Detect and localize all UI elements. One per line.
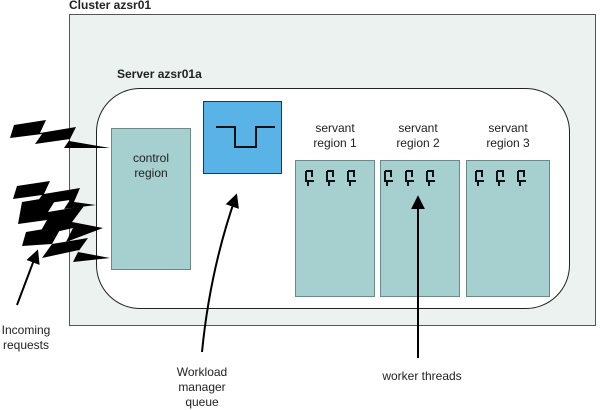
- worker-thread-icon: [426, 170, 436, 187]
- worker-thread-icon: [517, 170, 527, 187]
- worker-thread-icon: [347, 170, 357, 187]
- servant-region-1-label-line2: region 1: [313, 136, 357, 150]
- lightning-bolt-icon-3: [18, 196, 103, 242]
- servant-region-3-label-line1: servant: [488, 121, 528, 135]
- worker-thread-icon: [475, 170, 485, 187]
- wlm-queue-label: Workload manager queue: [162, 365, 242, 410]
- lightning-bolt-icon-4: [22, 226, 110, 262]
- servant-region-3-label-line2: region 3: [486, 136, 530, 150]
- queue-icon: [216, 126, 275, 148]
- cluster-title: Cluster azsr01: [69, 0, 152, 12]
- servant-region-2-label-line1: servant: [398, 121, 438, 135]
- wlm-queue-label-line1: Workload: [176, 365, 228, 379]
- control-region-label-line1: control: [132, 151, 170, 165]
- servant-region-3-label: servant region 3: [466, 121, 550, 151]
- control-region-label-line2: region: [134, 166, 168, 180]
- lightning-bolt-icon-1: [10, 120, 110, 148]
- lightning-bolt-icon-2: [13, 181, 96, 209]
- wlm-queue-label-line3: queue: [185, 395, 219, 409]
- incoming-requests-line2: requests: [2, 338, 50, 352]
- servant-region-1-label: servant region 1: [295, 121, 375, 151]
- wlm-queue-arrow: [201, 193, 239, 353]
- worker-threads-label: worker threads: [382, 369, 462, 383]
- servant-region-2-label-line2: region 2: [396, 136, 440, 150]
- incoming-requests-line1: Incoming: [1, 323, 51, 337]
- servant-region-2-label: servant region 2: [378, 121, 458, 151]
- worker-thread-icon: [384, 170, 394, 187]
- servant-region-1-box: [295, 160, 375, 297]
- worker-thread-icon: [405, 170, 415, 187]
- servant-region-1-label-line1: servant: [315, 121, 355, 135]
- worker-thread-icon: [496, 170, 506, 187]
- wlm-queue-label-line2: manager: [178, 380, 226, 394]
- incoming-requests-label: Incoming requests: [0, 323, 52, 353]
- servant-region-3-box: [466, 160, 550, 297]
- control-region: control region: [111, 128, 191, 270]
- worker-thread-icon: [326, 170, 336, 187]
- wlm-queue-box: [203, 101, 282, 174]
- server-title: Server azsr01a: [117, 67, 202, 81]
- incoming-requests-arrow: [16, 249, 40, 306]
- worker-thread-icon: [305, 170, 315, 187]
- servant-region-2-box: [380, 160, 460, 297]
